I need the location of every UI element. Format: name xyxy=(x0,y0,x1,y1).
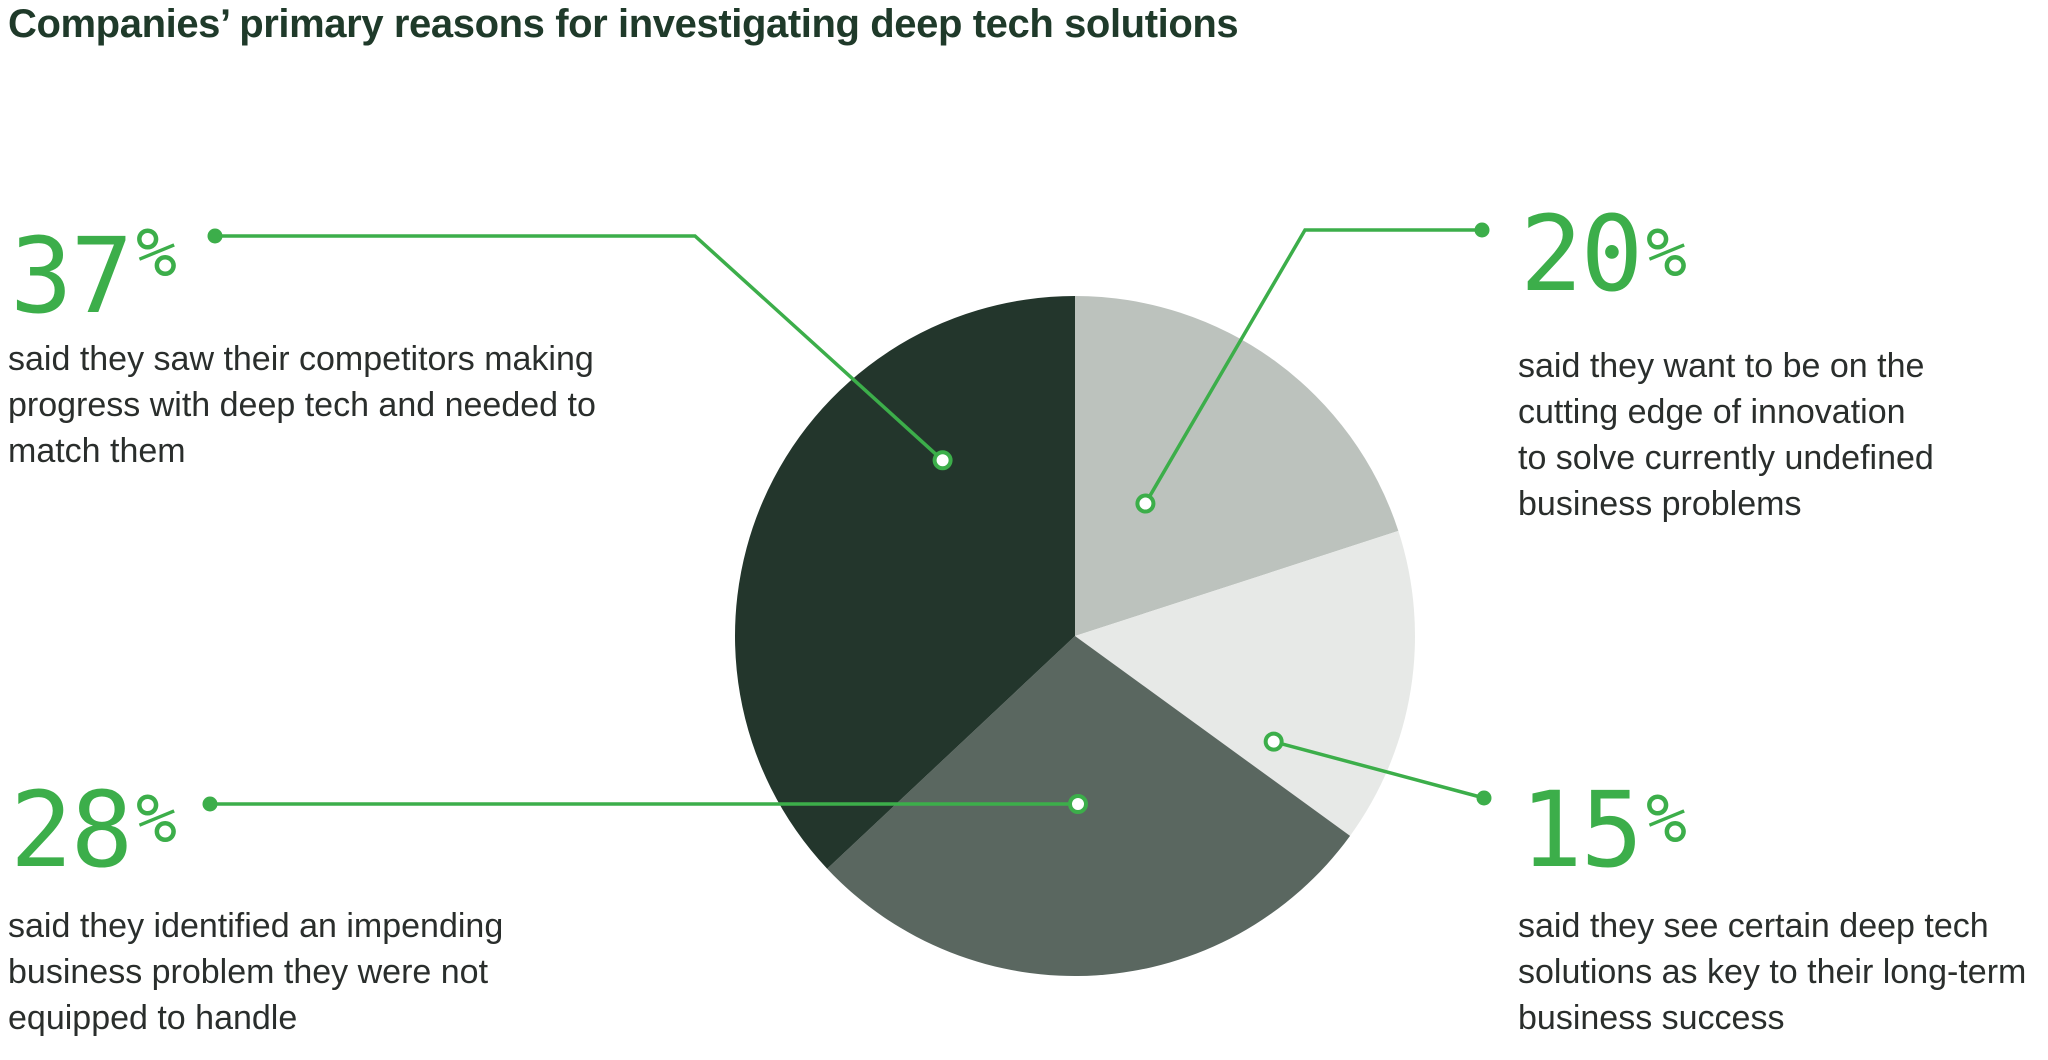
pie-slice-37 xyxy=(735,296,1075,869)
leader-lines xyxy=(202,222,1492,814)
value-label-20: 20 xyxy=(1520,193,1641,315)
value-label-28: 28 xyxy=(10,769,131,891)
percent-sign-37: % xyxy=(136,214,177,293)
leader-end-dot-15 xyxy=(1476,790,1492,806)
leader-line-20 xyxy=(1143,228,1482,505)
leader-line-37 xyxy=(215,234,944,462)
pie-slice-28 xyxy=(827,636,1351,976)
value-labels: 20%15%28%37% xyxy=(10,193,1687,891)
value-label-37: 37 xyxy=(10,215,131,337)
percent-sign-28: % xyxy=(136,780,177,859)
leader-end-dot-20 xyxy=(1474,222,1490,238)
callout-text-15: said they see certain deep tech solution… xyxy=(1518,907,2027,1037)
pie-slice-20 xyxy=(1075,296,1399,636)
callout-text-20: said they want to be on the cutting edge… xyxy=(1518,347,1934,523)
leader-line-15 xyxy=(1273,739,1485,800)
callout-text-28: said they identified an impending busine… xyxy=(8,907,504,1037)
leader-anchor-28 xyxy=(1068,794,1088,814)
percent-sign-20: % xyxy=(1646,214,1687,293)
percent-sign-15: % xyxy=(1646,780,1687,859)
callout-text-37: said they saw their competitors making p… xyxy=(8,340,596,470)
leader-anchor-37 xyxy=(932,450,953,471)
leader-anchor-20 xyxy=(1135,493,1156,514)
pie-slices xyxy=(735,296,1416,976)
leader-end-dot-28 xyxy=(202,796,218,812)
leader-end-dot-37 xyxy=(207,228,223,244)
page-title: Companies’ primary reasons for investiga… xyxy=(8,2,1239,46)
pie-slice-15 xyxy=(1075,530,1416,836)
value-label-15: 15 xyxy=(1520,769,1641,891)
leader-anchor-15 xyxy=(1263,731,1284,752)
